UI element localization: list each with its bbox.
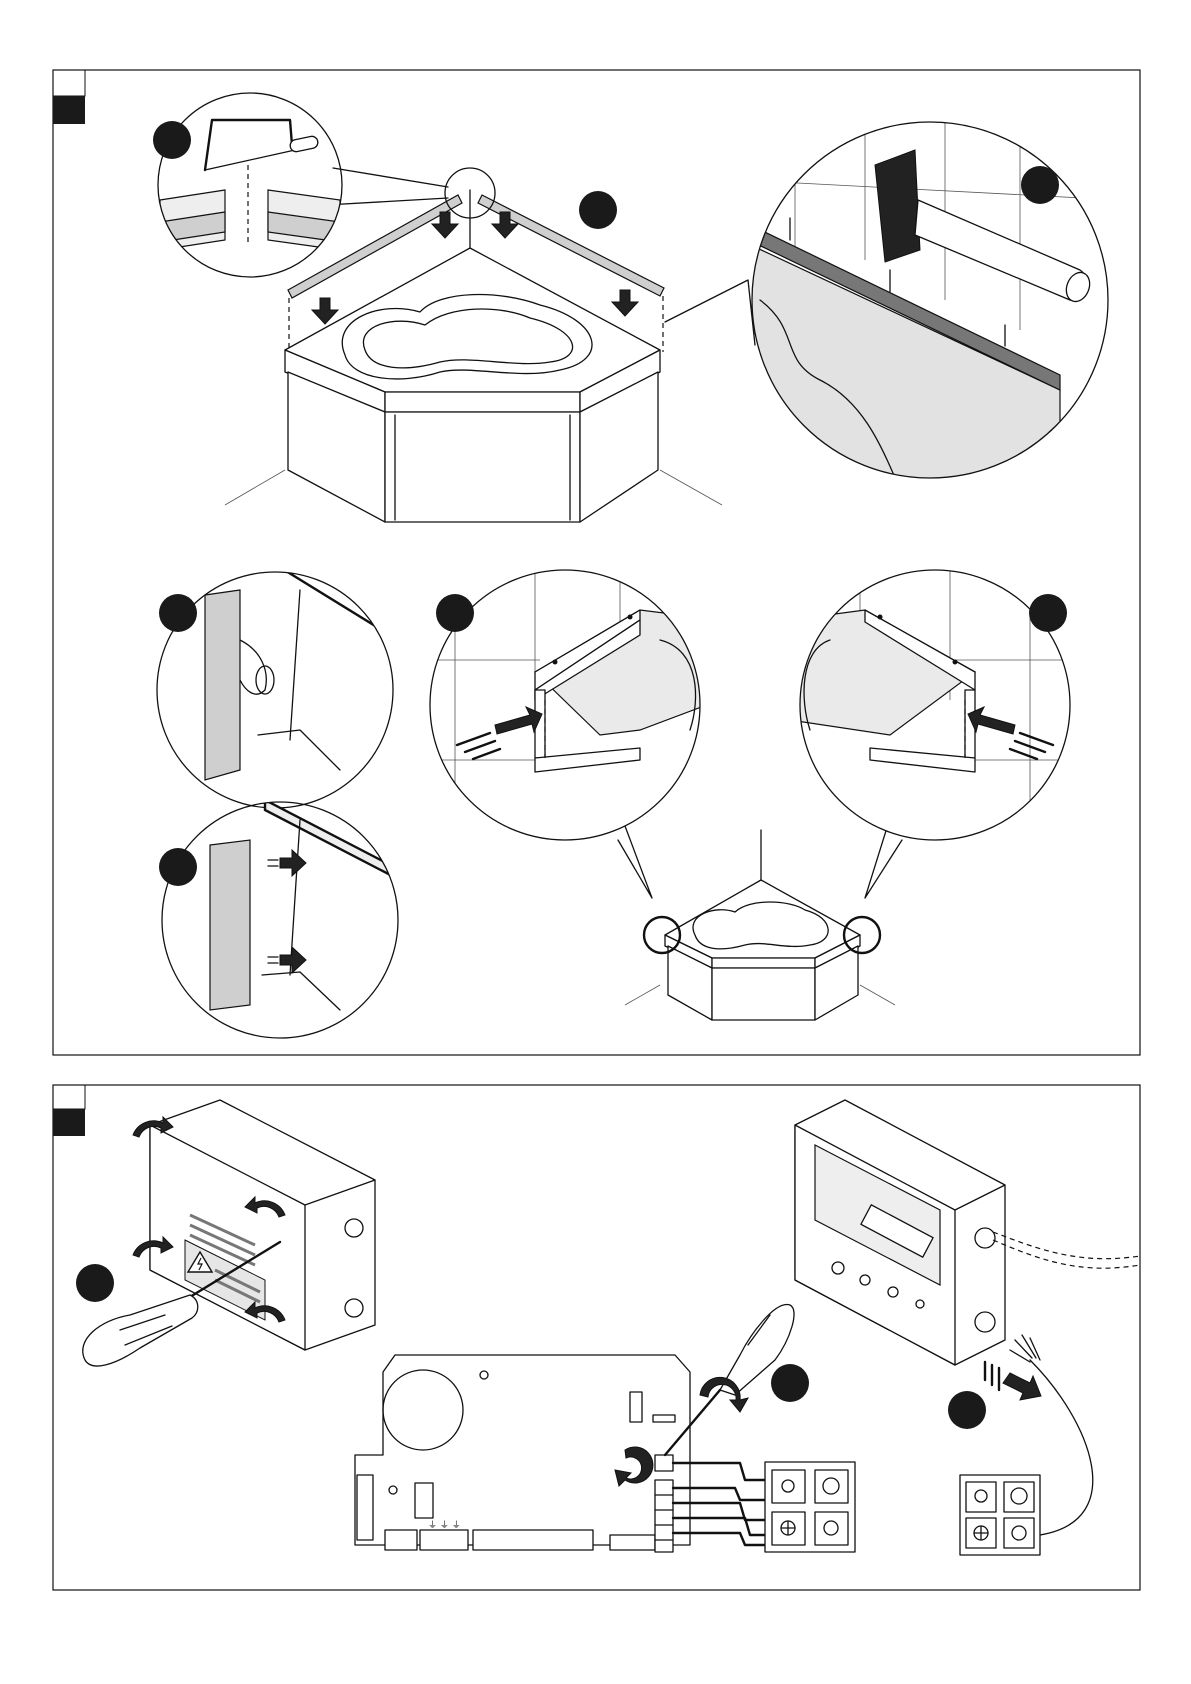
detail-nail-profile: [665, 110, 1120, 490]
step-marker-nail-profile: [1021, 166, 1059, 204]
panel-2-tab: [53, 1085, 85, 1109]
figure-panel-1: [53, 70, 1140, 1055]
panel-1-tab: [53, 70, 85, 96]
step-marker-position-profile: [579, 191, 617, 229]
detail-press-end-cap: [162, 800, 400, 1038]
step-marker-cut-profile: [153, 121, 191, 159]
push-arrow-icon: [985, 1362, 1041, 1400]
corner-bath-overview: [625, 830, 895, 1020]
junction-box-closed: [83, 1100, 375, 1366]
step-marker-loosen-terminal-screw: [771, 1364, 809, 1402]
connection-diagram-board: [765, 1462, 855, 1552]
terminal-block-right: [655, 1455, 673, 1552]
panel-1-marker: [53, 96, 85, 124]
step-marker-fit-end-cap: [159, 594, 197, 632]
step-marker-insert-left-end: [436, 594, 474, 632]
detail-fit-end-cap: [157, 555, 393, 808]
ground-symbol: ⏚ ⏚ ⏚: [428, 1520, 461, 1531]
step-marker-connect-cable: [948, 1391, 986, 1429]
figure-panel-2: ⏚ ⏚ ⏚: [53, 1085, 1140, 1590]
hacksaw-icon: [205, 120, 319, 170]
detail-cut-profile: [158, 93, 448, 277]
step-marker-press-end-cap: [159, 848, 197, 886]
step-marker-insert-right-end: [1029, 594, 1067, 632]
connection-diagram-cable: [960, 1475, 1040, 1555]
circuit-board: ⏚ ⏚ ⏚: [355, 1305, 855, 1552]
step-marker-unscrew-cover: [76, 1264, 114, 1302]
panel-2-marker: [53, 1109, 85, 1136]
